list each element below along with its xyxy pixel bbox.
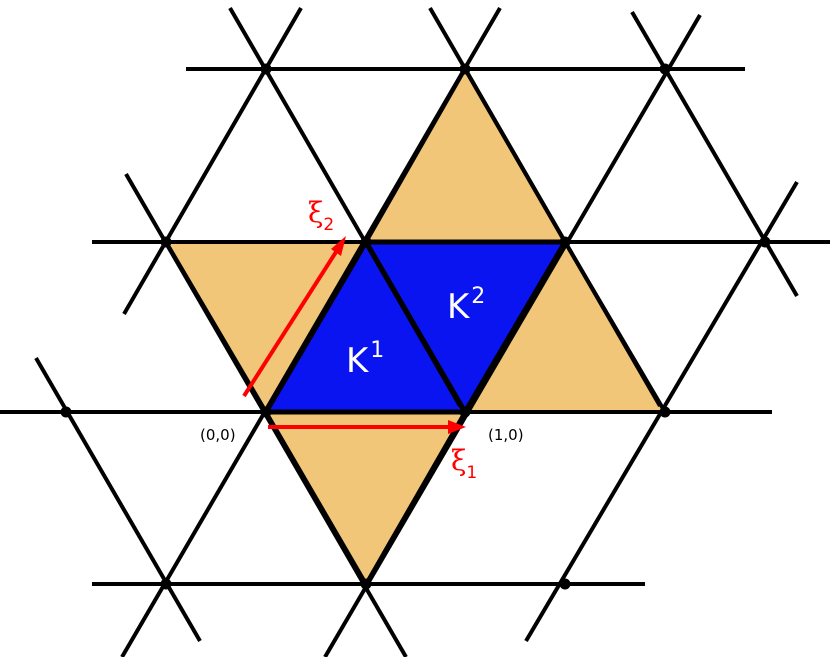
neighbor-triangle-bottom bbox=[262, 410, 469, 588]
lattice-diagonal-line bbox=[630, 10, 799, 298]
lattice-vertices bbox=[60, 63, 771, 590]
basis-vectors bbox=[242, 236, 466, 434]
lattice-diagonal-line bbox=[228, 6, 462, 408]
lattice-vertex bbox=[459, 406, 471, 418]
xi2-label: ξ2 bbox=[308, 196, 334, 235]
element-k2-label: K2 bbox=[447, 284, 485, 327]
lattice-vertex bbox=[659, 63, 671, 75]
lattice-vertex bbox=[160, 236, 172, 248]
unit-x-coordinate-label: (1,0) bbox=[488, 426, 524, 444]
lattice-vertex bbox=[360, 578, 372, 590]
lattice-vertex bbox=[759, 236, 771, 248]
lattice-vertex bbox=[260, 63, 272, 75]
lattice-vertex bbox=[360, 236, 372, 248]
lattice-vertex bbox=[160, 578, 172, 590]
origin-coordinate-label: (0,0) bbox=[200, 426, 236, 444]
xi2-arrow-head bbox=[331, 236, 346, 256]
lattice-vertex bbox=[260, 406, 272, 418]
lattice-diagonal-line bbox=[122, 6, 303, 316]
lattice-vertex bbox=[559, 236, 571, 248]
lattice-diagonal-line bbox=[428, 6, 662, 408]
lattice-vertex bbox=[659, 406, 671, 418]
lattice-diagonal-line bbox=[120, 6, 502, 657]
lattice-diagonal-line bbox=[34, 356, 202, 643]
neighbor-triangle-top bbox=[362, 64, 569, 244]
lattice-vertex bbox=[60, 406, 72, 418]
xi2-arrow-shaft bbox=[242, 250, 338, 398]
xi1-arrow-head bbox=[448, 420, 466, 434]
lattice-diagonal-line bbox=[323, 13, 702, 657]
xi1-label: ξ1 bbox=[451, 444, 477, 483]
lattice-vertex bbox=[559, 578, 571, 590]
element-k1-label: K1 bbox=[346, 338, 384, 381]
lattice-vertex bbox=[459, 63, 471, 75]
